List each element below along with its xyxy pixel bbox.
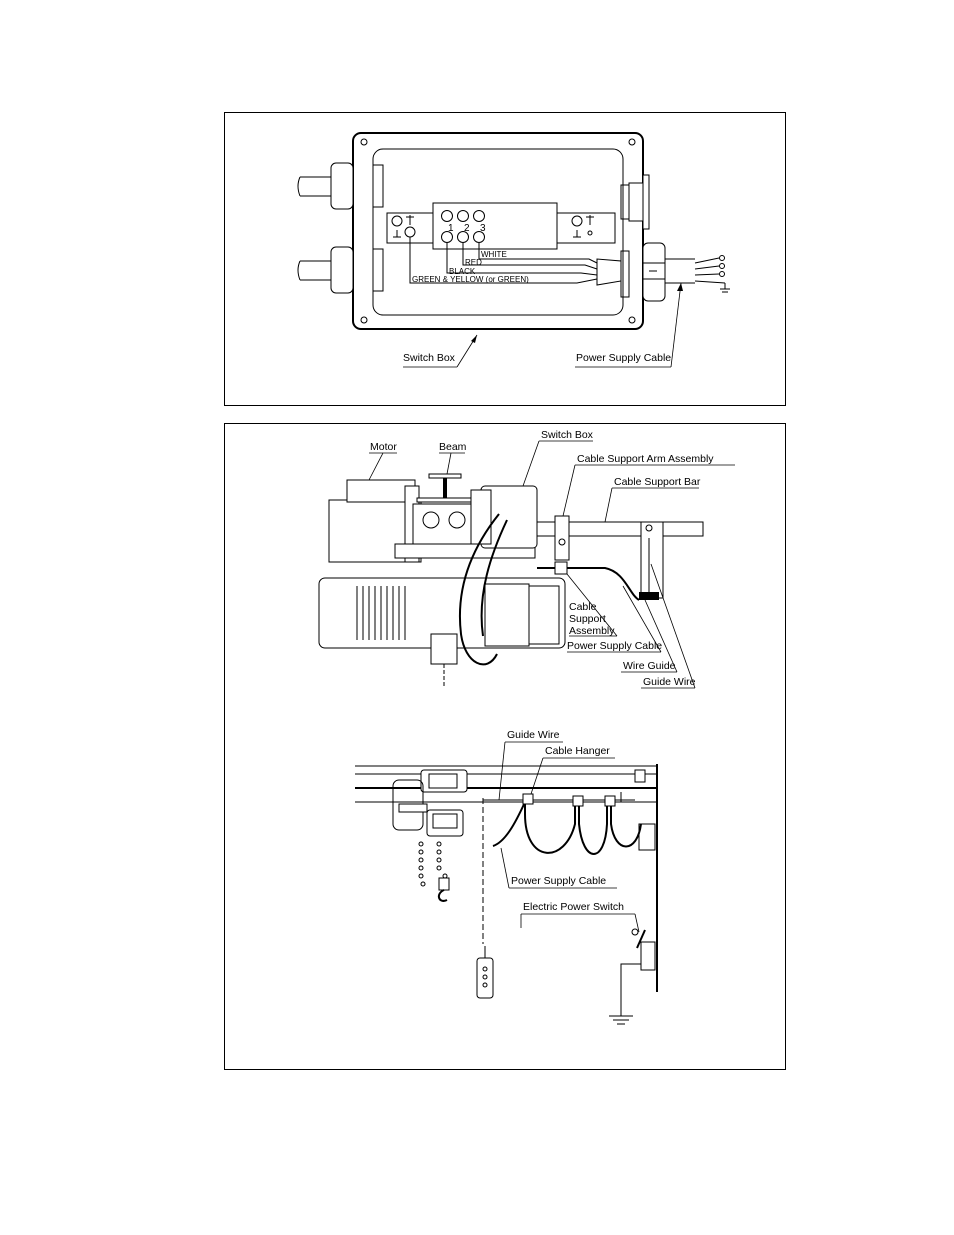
- left-cable-gland-upper: [297, 162, 384, 210]
- electric-power-switch-label: Electric Power Switch: [523, 901, 624, 913]
- guide-wire-label-runway: Guide Wire: [507, 729, 560, 741]
- electric-power-switch: [609, 928, 656, 1025]
- pendant: [476, 957, 494, 999]
- wire-ground-label: GREEN & YELLOW (or GREEN): [412, 275, 529, 284]
- power-supply-cable-side: [537, 567, 640, 601]
- guide-wire-label-side: Guide Wire: [643, 676, 696, 688]
- power-cable-leader: [670, 282, 682, 368]
- cable-support-assembly-label-1: Cable: [569, 601, 597, 613]
- hook-block: [430, 633, 458, 665]
- terminal-3-label: 3: [480, 223, 486, 234]
- hoist-cable: [459, 513, 500, 666]
- cable-support-assembly-label-3: Assembly: [569, 625, 615, 637]
- hoist-side-view: [318, 473, 704, 686]
- cable-support-arm-assembly-label: Cable Support Arm Assembly: [577, 453, 714, 465]
- power-supply-cable-label: Power Supply Cable: [576, 352, 671, 364]
- corner-screw: [360, 316, 368, 324]
- beam-label: Beam: [439, 441, 467, 453]
- wire-guide: [640, 521, 664, 599]
- wire-black-label: BLACK: [449, 267, 476, 276]
- internal-wires: [409, 237, 622, 286]
- terminal-1-label: 1: [448, 223, 454, 234]
- corner-screw: [628, 316, 636, 324]
- terminal-2-label: 2: [464, 223, 470, 234]
- hoist-installation-diagram: Motor Beam Switch Box Cable Support Arm …: [318, 429, 735, 1025]
- corner-screw: [628, 138, 636, 146]
- motor-label: Motor: [370, 441, 397, 453]
- hoist-installation-panel: Motor Beam Switch Box Cable Support Arm …: [224, 423, 786, 1070]
- arrow-head: [677, 283, 683, 291]
- left-cable-gland-lower: [297, 246, 384, 294]
- cable-hanger-label: Cable Hanger: [545, 745, 610, 757]
- runway-view: [355, 764, 658, 992]
- wire-white-label: WHITE: [481, 250, 507, 259]
- hook: [438, 877, 450, 891]
- cable-support-bar-label: Cable Support Bar: [614, 476, 701, 488]
- ground-terminal-left: [391, 215, 416, 238]
- switch-box-label: Switch Box: [403, 352, 456, 364]
- cable-support-arm: [554, 515, 570, 561]
- motor-fins: [356, 586, 406, 640]
- beam: [428, 473, 462, 479]
- right-blank-gland: [620, 174, 650, 230]
- cable-wire-ends: [694, 255, 730, 293]
- switch-box-outline: [352, 132, 644, 330]
- switch-box-wiring-diagram: 1 2 3 WHITE RED BLACK: [297, 132, 730, 368]
- wire-red-label: RED: [465, 258, 482, 267]
- terminal-screws: [441, 210, 485, 243]
- ground-terminal-right: [571, 215, 594, 238]
- arrow-head: [471, 335, 477, 343]
- right-cable-gland: [620, 242, 695, 302]
- cable-support-assembly-label-2: Support: [569, 613, 606, 625]
- power-supply-cable-label-runway: Power Supply Cable: [511, 875, 606, 887]
- hoist-front-view: [392, 769, 494, 999]
- corner-screw: [360, 138, 368, 146]
- switch-box-wiring-panel: 1 2 3 WHITE RED BLACK: [224, 112, 786, 406]
- switch-box-inner: [372, 148, 624, 316]
- festoon-cable: [492, 793, 642, 855]
- terminal-block: [432, 202, 558, 250]
- switch-box-label-side: Switch Box: [541, 429, 594, 441]
- trolley: [412, 503, 480, 545]
- power-supply-cable-label-side: Power Supply Cable: [567, 640, 662, 652]
- end-connector: [638, 823, 656, 851]
- wire-guide-label: Wire Guide: [623, 660, 676, 672]
